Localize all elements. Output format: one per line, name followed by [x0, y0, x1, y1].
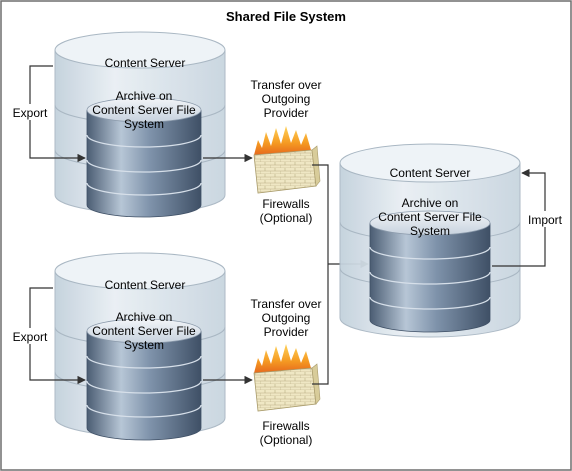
content-server-right: Content Server Archive on Content Server… — [339, 143, 566, 338]
server-name: Content Server — [105, 56, 186, 70]
content-server-top-left: Content Server Archive on Content Server… — [10, 31, 226, 218]
firewall-label-line-2: (Optional) — [260, 211, 313, 225]
archive-label-line-3: System — [124, 338, 164, 352]
archive-label-line-3: System — [410, 224, 450, 238]
archive-label-line-1: Archive on — [116, 89, 173, 103]
firewall-flame-icon — [253, 344, 321, 412]
firewall-merge-line — [312, 164, 329, 385]
firewall-flame-icon — [253, 126, 321, 194]
firewall-label-line-2: (Optional) — [260, 433, 313, 447]
transfer-label-line-3: Provider — [264, 325, 309, 339]
import-label: Import — [528, 213, 563, 227]
server-name: Content Server — [105, 278, 186, 292]
archive-label-line-1: Archive on — [402, 196, 459, 210]
server-name: Content Server — [390, 166, 471, 180]
firewall-label-line-1: Firewalls — [262, 419, 309, 433]
transfer-label-line-1: Transfer over — [251, 78, 322, 92]
export-label: Export — [13, 330, 48, 344]
transfer-label-line-3: Provider — [264, 106, 309, 120]
archive-label-line-1: Archive on — [116, 310, 173, 324]
firewall-bottom: Transfer over Outgoing Provider Firewall… — [251, 297, 322, 447]
archive-label-line-2: Content Server File — [378, 210, 482, 224]
archive-disk-icon — [369, 210, 491, 333]
firewall-top: Transfer over Outgoing Provider Firewall… — [251, 78, 322, 225]
archive-label-line-2: Content Server File — [92, 103, 196, 117]
archive-disk-icon — [86, 97, 202, 218]
transfer-label-line-2: Outgoing — [262, 311, 311, 325]
archive-label-line-2: Content Server File — [92, 324, 196, 338]
content-server-bottom-left: Content Server Archive on Content Server… — [10, 252, 226, 441]
firewall-label-line-1: Firewalls — [262, 197, 309, 211]
archive-label-line-3: System — [124, 117, 164, 131]
export-label: Export — [13, 106, 48, 120]
transfer-label-line-1: Transfer over — [251, 297, 322, 311]
archive-disk-icon — [86, 318, 202, 441]
transfer-label-line-2: Outgoing — [262, 92, 311, 106]
diagram-title: Shared File System — [226, 9, 346, 24]
